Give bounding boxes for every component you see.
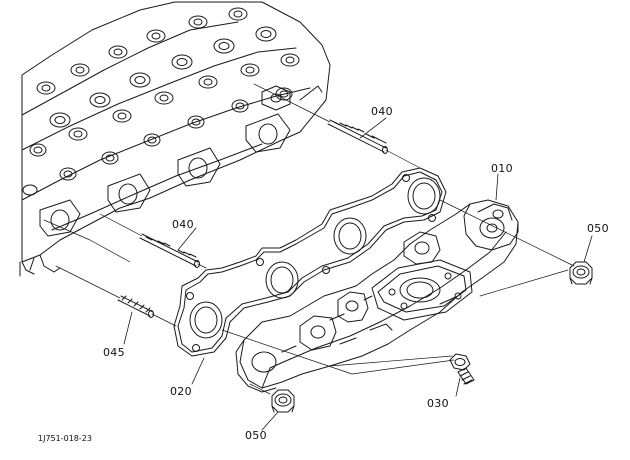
callout-045: 045 [103,346,125,359]
callout-040-lower: 040 [172,218,194,231]
leader-lines [123,117,593,431]
stud-040-lower [139,233,200,268]
gasket [173,167,447,357]
exhaust-manifold [235,199,519,393]
callout-050-bottom: 050 [245,429,267,442]
callout-020: 020 [170,385,192,398]
callout-050-right: 050 [587,222,609,235]
nut-050-bottom [271,389,295,413]
assembly-lines [43,83,575,395]
nut-050-right [569,261,593,285]
callout-040-upper: 040 [371,105,393,118]
cylinder-head [19,1,331,277]
callout-010: 010 [491,162,513,175]
callout-030: 030 [427,397,449,410]
figure-code: 1J751-018-23 [38,434,92,443]
stud-040-upper [327,119,388,154]
stud-045 [117,295,154,318]
bolt-030 [449,353,475,385]
